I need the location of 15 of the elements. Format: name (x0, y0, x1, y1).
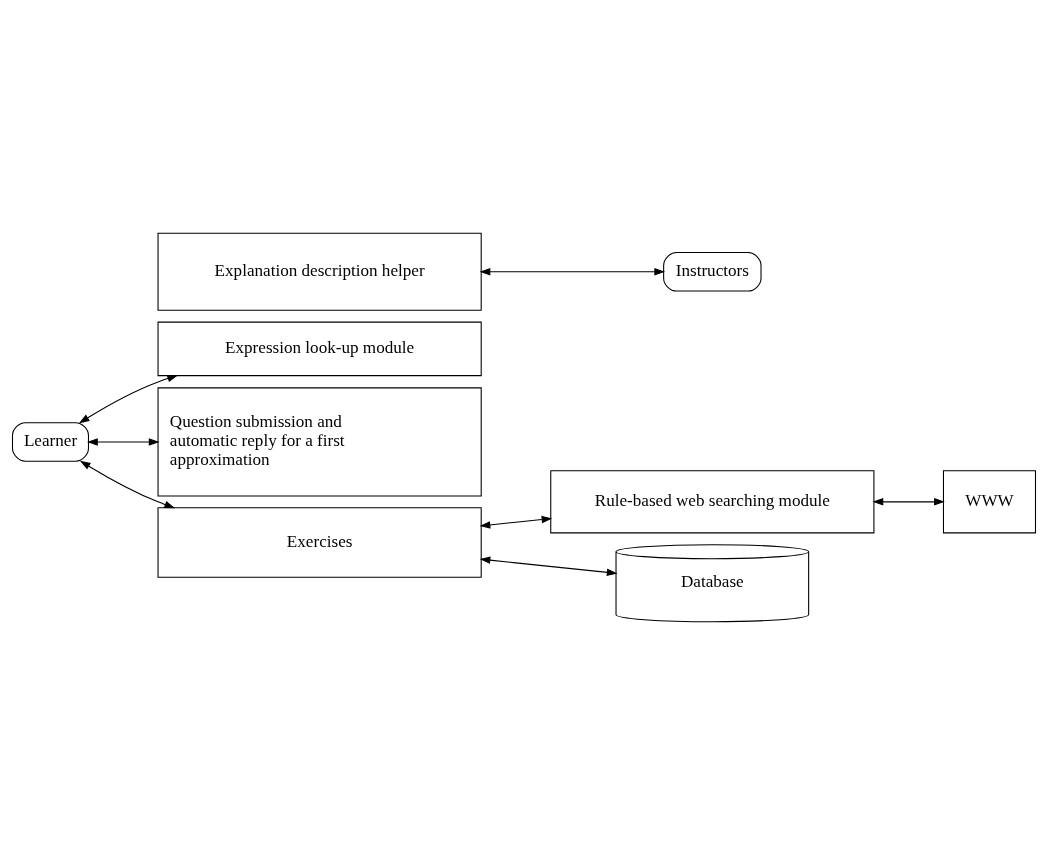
arrow (479, 515, 553, 529)
node-box: Rule-based web searching module (550, 469, 875, 533)
node-box: Explanation description helper (157, 232, 482, 311)
node-box: Learner (11, 421, 89, 462)
node-box: WWW (942, 469, 1037, 533)
arrow (479, 555, 618, 576)
arrow (872, 497, 945, 506)
node-box: Exercises (157, 506, 482, 578)
arrow (479, 267, 666, 276)
node-box: Instructors (663, 251, 762, 292)
arrow (78, 374, 179, 423)
node-box: Expression look-up module (157, 321, 482, 376)
arrow (79, 460, 176, 508)
arrow (87, 437, 160, 446)
node-box: Question submission and automatic reply for a first approximation (157, 386, 482, 497)
